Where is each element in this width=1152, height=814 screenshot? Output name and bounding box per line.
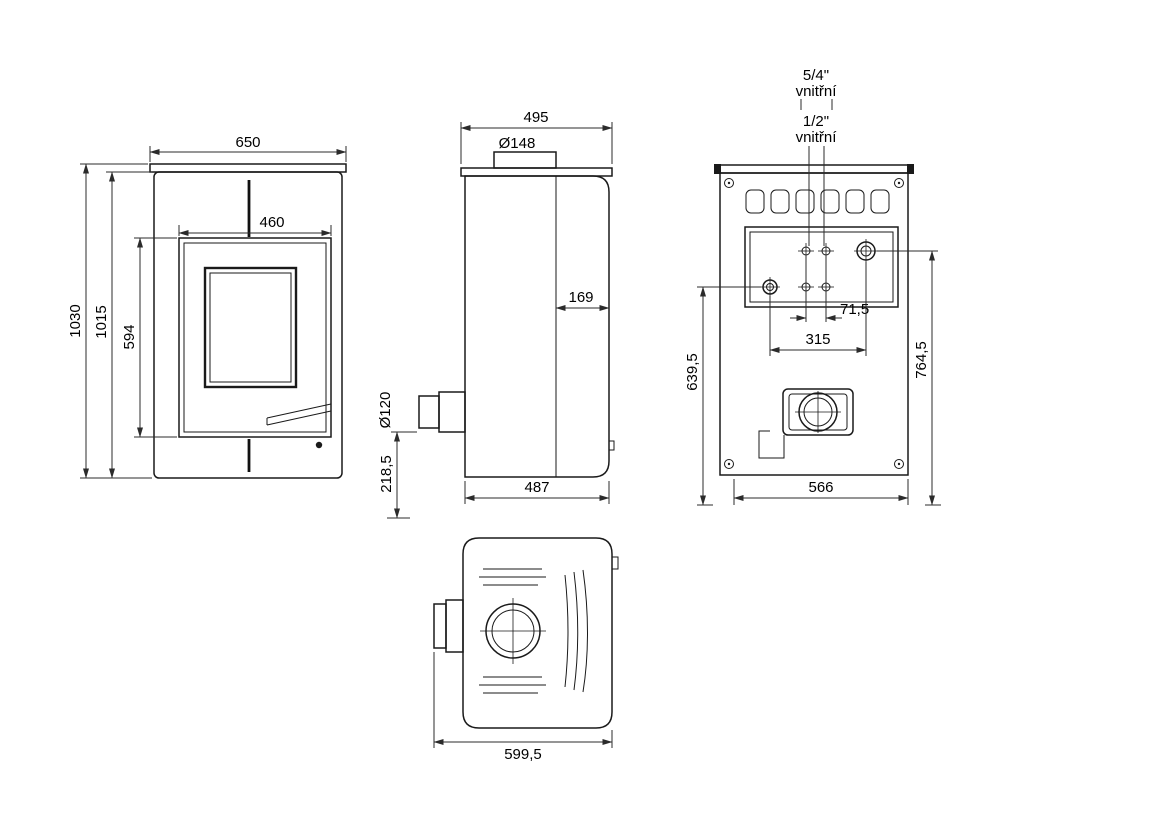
groove-lines-bottom [479,676,546,694]
dim-label-599-5: 599,5 [504,746,542,763]
panel-bolts [798,243,834,295]
hinge-tab-top [611,556,619,570]
hinge-tab [608,440,615,451]
dim-label-218-5: 218,5 [378,455,395,493]
dim-label-flue-diameter: Ø148 [499,135,536,152]
plate-end-cap-right [907,164,914,174]
dim-label-566: 566 [808,479,833,496]
side-view: 495 Ø148 169 Ø120 218,5 487 [377,109,615,519]
dim-label-460: 460 [259,214,284,231]
curved-rear-lines [564,569,588,693]
dim-label-outlet-diameter: Ø120 [377,392,394,429]
label-fitting-small-size: 1/2" [803,113,829,130]
connection-panel-inner [749,231,894,303]
outlet-bracket [758,430,785,459]
top-plate-side [460,167,613,177]
corner-screws [724,178,904,469]
dim-label-1030: 1030 [67,304,84,337]
dim-fitting-small-height: 639,5 [684,286,761,506]
dim-rear-width: 566 [733,479,909,505]
top-plate-rear [715,164,913,174]
flue-outlet-rear [782,388,854,436]
smoke-outlet-flange [418,395,440,429]
door-window [203,266,298,389]
top-plate-front [149,163,347,173]
dim-front-width: 650 [149,134,347,162]
vent-slots [745,189,890,214]
stove-door-inner-frame [183,242,327,433]
dim-door-height: 594 [121,237,177,438]
smoke-outlet-pipe [438,391,466,433]
dim-label-1015: 1015 [93,305,110,338]
dim-label-495: 495 [523,109,548,126]
stove-door [178,237,332,438]
dim-label-650: 650 [235,134,260,151]
dim-door-width: 460 [178,214,332,236]
dim-label-169: 169 [568,289,593,306]
dim-fitting-spacing: 315 [769,262,867,356]
fitting-5-4 [854,239,878,263]
label-fitting-large-size: 5/4" [803,67,829,84]
dim-top-depth: 599,5 [433,652,613,763]
stove-body-front [153,171,343,479]
dim-label-639-5: 639,5 [684,353,701,391]
smoke-outlet-pipe-top [445,599,464,653]
groove-lines-top [479,568,546,586]
label-fitting-small-type: vnitřní [796,129,838,146]
door-window-inner [209,272,292,383]
stove-body-side [464,175,610,478]
dim-rear-depth: 169 [555,289,610,311]
dim-side-depth-bottom: 487 [464,479,610,504]
connection-panel [744,226,899,308]
stove-body-rear [719,172,909,476]
flue-circle-top [480,598,546,664]
dim-label-71-5: 71,5 [840,301,869,318]
door-handle [266,403,332,426]
smoke-outlet-flange-top [433,603,447,649]
dim-label-315: 315 [805,331,830,348]
dim-label-487: 487 [524,479,549,496]
dim-fitting-large-height: 764,5 [877,250,941,506]
label-fitting-large-type: vnitřní [796,83,838,100]
top-view: 599,5 [433,537,619,763]
lock-knob [315,441,323,449]
fitting-labels: 5/4" vnitřní 1/2" vnitřní [796,67,838,246]
dim-outlet-height: 218,5 [378,431,417,519]
flue-collar [493,151,557,169]
dim-total-height: 1030 [67,163,152,479]
front-view: 650 460 1030 1015 594 [67,134,347,479]
dim-label-594: 594 [121,324,138,349]
stove-body-top [462,537,613,729]
dim-label-764-5: 764,5 [913,341,930,379]
dim-side-depth-top: 495 [460,109,613,164]
plate-end-cap-left [714,164,721,174]
rear-view: 5/4" vnitřní 1/2" vnitřní 71,5 315 6 [684,67,941,506]
fitting-1-2 [760,277,780,297]
dim-bolt-spacing: 71,5 [790,256,869,322]
dim-body-height: 1015 [93,171,152,479]
